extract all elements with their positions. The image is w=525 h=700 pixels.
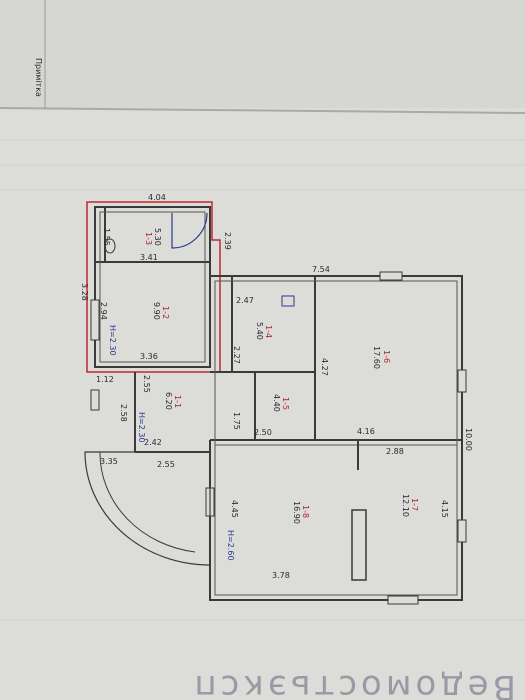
room-id-1-7: 1-7 xyxy=(410,498,419,511)
room-id-1-4: 1-4 xyxy=(264,325,273,338)
dim-294: 2.94 xyxy=(99,302,108,320)
dim-427: 4.27 xyxy=(320,358,329,376)
dim-336: 3.36 xyxy=(140,352,158,361)
stove xyxy=(351,509,367,581)
dim-255b: 2.55 xyxy=(157,460,175,469)
room-area-1-6: 17.60 xyxy=(372,346,381,369)
door-arc xyxy=(171,212,208,249)
height-note-hall: H=2.30 xyxy=(137,412,146,443)
porch-step xyxy=(99,451,196,553)
paper-fold xyxy=(0,107,525,114)
dim-242: 2.42 xyxy=(144,438,162,447)
inner-wall-lines xyxy=(99,211,458,596)
room-id-1-5: 1-5 xyxy=(281,397,290,410)
room-area-1-8: 16.90 xyxy=(292,501,301,524)
height-note-annex: H=2.30 xyxy=(108,325,117,356)
dim-left-wall: 3.28 xyxy=(80,283,89,301)
height-note-main: H=2.60 xyxy=(226,530,235,561)
dim-415: 4.15 xyxy=(440,500,449,518)
room-id-1-8: 1-8 xyxy=(301,505,310,518)
dim-445: 4.45 xyxy=(230,500,239,518)
sink-icon xyxy=(281,295,295,307)
toilet-icon xyxy=(104,238,116,254)
dim-top-annex: 4.04 xyxy=(148,193,166,202)
room-labels: 1-3 5.30 1-2 9.90 1-4 5.40 1-6 17.60 1-1… xyxy=(144,228,419,524)
ruled-lines xyxy=(0,139,525,621)
dim-annex-inner: 3.41 xyxy=(140,253,158,262)
dim-227: 2.27 xyxy=(232,346,241,364)
dim-annex-left: 1.55 xyxy=(102,228,111,246)
room-id-1-1: 1-1 xyxy=(173,395,182,408)
dim-250: 2.50 xyxy=(254,428,272,437)
dim-416: 4.16 xyxy=(357,427,375,436)
dim-top-main: 7.54 xyxy=(312,265,330,274)
dim-247: 2.47 xyxy=(236,296,254,305)
dim-255: 2.55 xyxy=(142,375,151,393)
room-id-1-6: 1-6 xyxy=(382,350,391,363)
dimension-labels: 4.04 1.55 2.39 3.41 3.28 2.94 3.36 1.12 … xyxy=(80,193,473,580)
dim-288: 2.88 xyxy=(386,447,404,456)
room-area-1-2: 9.90 xyxy=(152,302,161,320)
porch xyxy=(84,451,211,566)
watermark-text: Ведомостьэксп xyxy=(190,667,516,700)
dim-378: 3.78 xyxy=(272,571,290,580)
top-paper-sheet xyxy=(0,0,525,108)
room-id-1-2: 1-2 xyxy=(161,306,170,319)
room-area-1-4: 5.40 xyxy=(255,322,264,340)
dim-112: 1.12 xyxy=(96,375,114,384)
room-area-1-1: 6.20 xyxy=(164,392,173,410)
annex-red-outline xyxy=(86,201,221,373)
dim-335: 3.35 xyxy=(100,457,118,466)
room-id-1-3: 1-3 xyxy=(144,232,153,245)
dim-right-total: 10.00 xyxy=(464,428,473,451)
room-area-1-7: 12.10 xyxy=(401,494,410,517)
dim-annex-right: 2.39 xyxy=(223,232,232,250)
room-area-1-3: 5.30 xyxy=(153,228,162,246)
stamp-label: Примітка xyxy=(34,58,43,97)
dim-175: 1.75 xyxy=(232,412,241,430)
main-paper-sheet xyxy=(0,108,525,700)
room-area-1-5: 4.40 xyxy=(272,394,281,412)
dim-258: 2.58 xyxy=(119,404,128,422)
